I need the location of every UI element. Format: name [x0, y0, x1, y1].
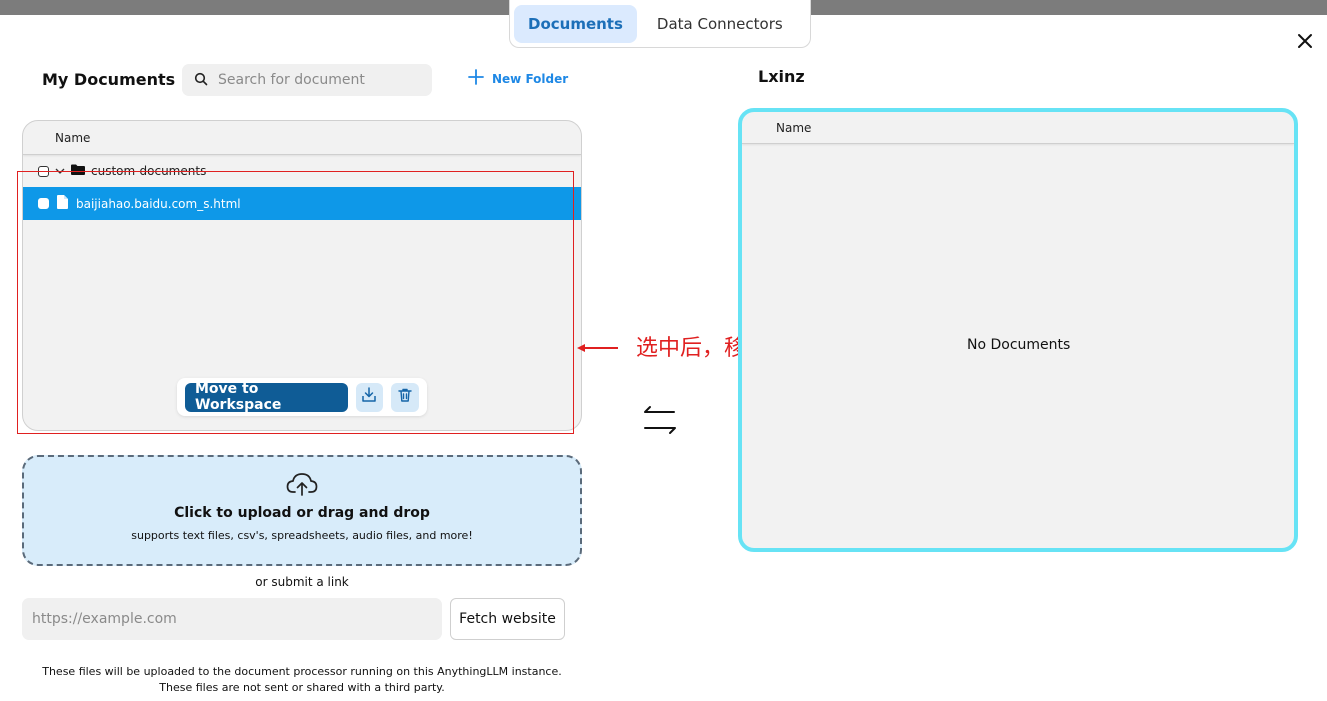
chevron-down-icon[interactable]: [55, 164, 65, 178]
selection-action-bar: Move to Workspace: [177, 378, 427, 416]
no-documents-text: No Documents: [967, 337, 1071, 353]
file-icon: [57, 195, 68, 212]
annotation-highlight-box: [17, 171, 574, 434]
trash-icon: [397, 387, 413, 407]
new-folder-label: New Folder: [492, 72, 569, 86]
upload-subtitle: supports text files, csv's, spreadsheets…: [131, 529, 473, 542]
file-row[interactable]: baijiahao.baidu.com_s.html: [23, 187, 581, 220]
close-icon[interactable]: [1294, 30, 1316, 52]
upload-title: Click to upload or drag and drop: [174, 505, 430, 521]
tab-documents[interactable]: Documents: [514, 4, 637, 43]
column-header-name: Name: [23, 121, 581, 155]
move-to-workspace-button[interactable]: Move to Workspace: [185, 381, 348, 413]
upload-dropzone[interactable]: Click to upload or drag and drop support…: [22, 455, 582, 566]
annotation-arrow-head: [577, 344, 585, 352]
or-submit-link-label: or submit a link: [255, 575, 349, 589]
plus-icon: [468, 69, 484, 89]
footer-note: These files will be uploaded to the docu…: [22, 664, 582, 696]
footer-line-2: These files are not sent or shared with …: [159, 681, 445, 694]
annotation-arrow-line: [582, 347, 618, 349]
fetch-website-button[interactable]: Fetch website: [450, 598, 565, 640]
search-input[interactable]: Search for document: [182, 64, 432, 96]
my-documents-title: My Documents: [42, 70, 176, 89]
file-checkbox[interactable]: [38, 198, 49, 209]
download-icon: [360, 386, 378, 408]
tab-data-connectors[interactable]: Data Connectors: [656, 14, 783, 33]
folder-icon: [71, 164, 85, 178]
footer-line-1: These files will be uploaded to the docu…: [42, 665, 562, 678]
file-name: baijiahao.baidu.com_s.html: [76, 196, 241, 211]
workspace-title: Lxinz: [758, 67, 805, 86]
swap-arrows-icon: [640, 400, 680, 440]
tab-bar: Documents Data Connectors: [509, 0, 811, 48]
download-button[interactable]: [355, 382, 384, 412]
workspace-panel[interactable]: Name: [738, 108, 1298, 552]
cloud-upload-icon: [286, 471, 318, 501]
search-icon: [194, 71, 208, 90]
url-input[interactable]: https://example.com: [22, 598, 442, 640]
new-folder-button[interactable]: New Folder: [468, 69, 568, 89]
workspace-column-header-name: Name: [742, 112, 1294, 144]
search-placeholder: Search for document: [218, 72, 365, 88]
delete-button[interactable]: [391, 382, 419, 412]
